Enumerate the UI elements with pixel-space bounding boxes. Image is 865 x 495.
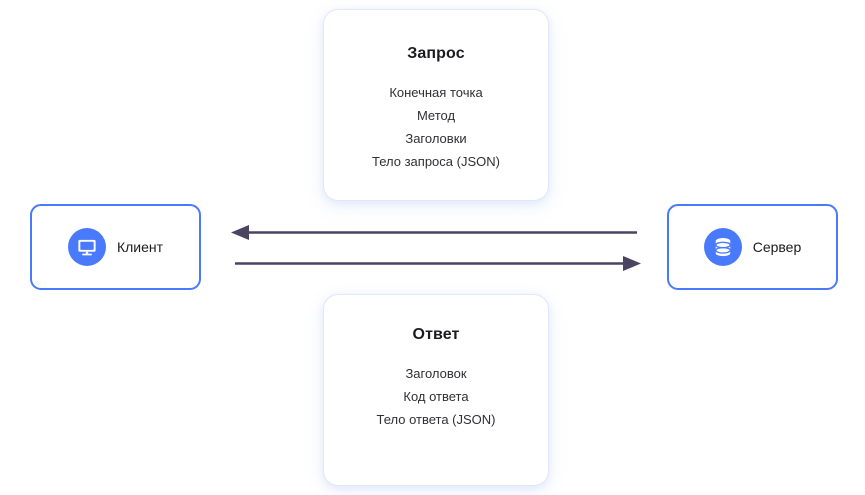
response-card: Ответ Заголовок Код ответа Тело ответа (…	[324, 295, 548, 485]
request-arrow	[235, 256, 641, 271]
client-node: Клиент	[30, 204, 201, 290]
request-item-method: Метод	[416, 108, 456, 123]
request-item-endpoint: Конечная точка	[389, 85, 483, 100]
response-arrow	[231, 225, 637, 240]
database-icon	[703, 228, 742, 266]
request-card: Запрос Конечная точка Метод Заголовки Те…	[324, 10, 548, 200]
request-card-items: Конечная точка Метод Заголовки Тело запр…	[324, 81, 548, 173]
request-item-body: Тело запроса (JSON)	[372, 154, 500, 169]
response-item-status-code: Код ответа	[403, 389, 469, 404]
response-card-items: Заголовок Код ответа Тело ответа (JSON)	[324, 362, 548, 431]
client-node-content: Клиент	[67, 228, 164, 266]
server-node-label: Сервер	[752, 239, 802, 255]
server-node-content: Сервер	[703, 228, 802, 266]
request-item-headers: Заголовки	[405, 131, 467, 146]
client-node-label: Клиент	[116, 239, 164, 255]
response-item-body: Тело ответа (JSON)	[376, 412, 496, 427]
response-item-header: Заголовок	[405, 366, 467, 381]
server-node: Сервер	[667, 204, 838, 290]
monitor-icon	[67, 228, 106, 266]
request-card-title: Запрос	[407, 45, 465, 62]
response-card-title: Ответ	[412, 326, 460, 343]
